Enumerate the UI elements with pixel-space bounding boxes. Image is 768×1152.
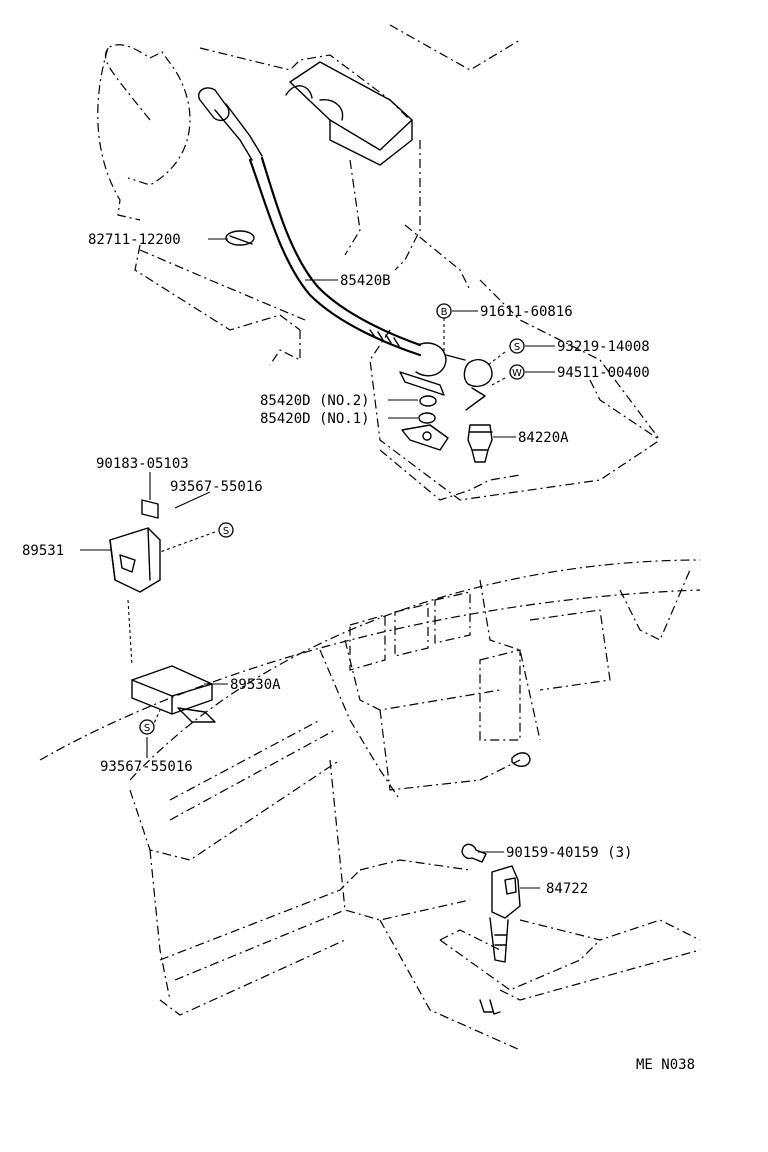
part-label-90183-05103: 90183-05103 xyxy=(96,456,189,472)
part-label-85420D-no1: 85420D (NO.1) xyxy=(260,411,370,427)
part-label-93567-55016-top: 93567-55016 xyxy=(170,479,263,495)
part-label-84722: 84722 xyxy=(546,881,588,897)
washer-symbol: W xyxy=(509,364,525,380)
part-label-93567-55016-bottom: 93567-55016 xyxy=(100,759,193,775)
svg-text:S: S xyxy=(514,342,520,353)
switch-84722 xyxy=(461,843,521,1015)
part-label-90159-40159: 90159-40159 (3) xyxy=(506,845,632,861)
part-label-82711-12200: 82711-12200 xyxy=(88,232,181,248)
screw-symbol: S xyxy=(139,719,155,735)
gaskets xyxy=(401,395,449,451)
speed-sensor xyxy=(467,424,493,463)
svg-text:B: B xyxy=(441,307,448,318)
svg-text:S: S xyxy=(144,723,150,734)
part-label-93219-14008: 93219-14008 xyxy=(557,339,650,355)
part-label-89531: 89531 xyxy=(22,543,64,559)
part-label-89530A: 89530A xyxy=(230,677,281,693)
part-label-94511-00400: 94511-00400 xyxy=(557,365,650,381)
drawing-code: ME N038 xyxy=(636,1057,695,1073)
battery-box xyxy=(285,61,413,166)
dashboard-outline xyxy=(39,559,701,1051)
bolt-symbol: B xyxy=(436,303,452,319)
leader-lines xyxy=(80,238,555,889)
bracket-89531 xyxy=(109,499,161,593)
svg-text:S: S xyxy=(223,526,229,537)
clamp-part xyxy=(225,230,255,246)
part-label-85420B: 85420B xyxy=(340,273,391,289)
svg-text:W: W xyxy=(512,368,522,379)
screw-symbol: S xyxy=(509,338,525,354)
speedometer-cable xyxy=(198,87,493,411)
part-label-85420D-no2: 85420D (NO.2) xyxy=(260,393,370,409)
part-label-84220A: 84220A xyxy=(518,430,569,446)
ecu-89530A xyxy=(131,665,216,723)
part-label-91611-60816: 91611-60816 xyxy=(480,304,573,320)
engine-outline xyxy=(97,24,661,501)
screw-symbol: S xyxy=(218,522,234,538)
